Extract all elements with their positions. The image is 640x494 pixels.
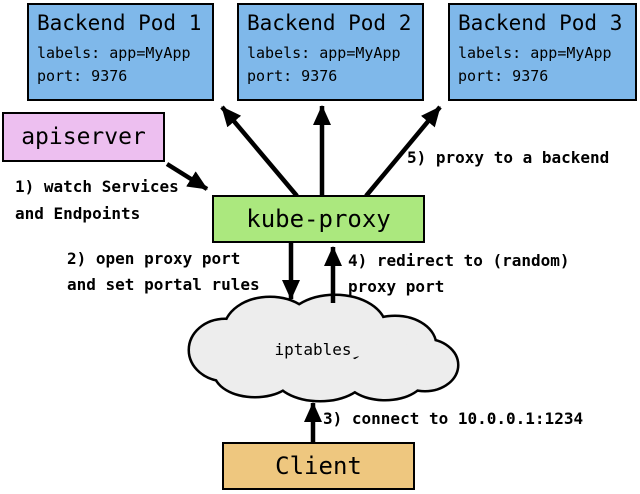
client-box: Client bbox=[222, 442, 415, 490]
backend-pod-3-box: Backend Pod 3 labels: app=MyApp port: 93… bbox=[448, 3, 637, 101]
arrow-kube-proxy-to-pod-1 bbox=[220, 105, 299, 198]
iptables-label: iptables bbox=[274, 340, 352, 359]
kube-proxy-box: kube-proxy bbox=[212, 195, 425, 243]
step-3-label: 3) connect to 10.0.0.1:1234 bbox=[323, 405, 583, 432]
pod-labels-line: labels: app=MyApp bbox=[458, 44, 612, 62]
pod-port-line: port: 9376 bbox=[37, 67, 128, 85]
step-4-label: 4) redirect to (random) proxy port bbox=[348, 248, 570, 300]
step-2-line-1: 2) open proxy port bbox=[67, 249, 241, 268]
pod-labels-line: labels: app=MyApp bbox=[247, 44, 401, 62]
step-5-line-1: 5) proxy to a backend bbox=[407, 148, 610, 167]
arrow-apiserver-to-kube-proxy bbox=[165, 162, 209, 191]
apiserver-box: apiserver bbox=[2, 112, 165, 162]
kube-proxy-label: kube-proxy bbox=[246, 205, 391, 233]
step-1-line-2: and Endpoints bbox=[15, 204, 141, 223]
pod-title: Backend Pod 3 bbox=[458, 11, 623, 35]
step-4-line-1: 4) redirect to (random) bbox=[348, 251, 570, 270]
step-2-label: 2) open proxy port and set portal rules bbox=[67, 246, 260, 298]
client-label: Client bbox=[275, 452, 362, 480]
step-1-line-1: 1) watch Services bbox=[15, 177, 179, 196]
step-5-label: 5) proxy to a backend bbox=[407, 144, 609, 171]
apiserver-label: apiserver bbox=[21, 124, 146, 150]
step-4-line-2: proxy port bbox=[348, 277, 445, 296]
pod-labels-line: labels: app=MyApp bbox=[37, 44, 191, 62]
pod-port-line: port: 9376 bbox=[458, 67, 549, 85]
step-1-label: 1) watch Services and Endpoints bbox=[15, 173, 179, 227]
pod-title: Backend Pod 1 bbox=[37, 11, 202, 35]
step-3-line-1: 3) connect to 10.0.0.1:1234 bbox=[323, 409, 584, 428]
step-2-line-2: and set portal rules bbox=[67, 275, 260, 294]
arrow-kube-proxy-to-pod-3 bbox=[364, 105, 442, 198]
pod-title: Backend Pod 2 bbox=[247, 11, 412, 35]
backend-pod-2-box: Backend Pod 2 labels: app=MyApp port: 93… bbox=[237, 3, 424, 101]
backend-pod-1-box: Backend Pod 1 labels: app=MyApp port: 93… bbox=[27, 3, 214, 101]
pod-port-line: port: 9376 bbox=[247, 67, 338, 85]
iptables-cloud bbox=[187, 293, 460, 403]
